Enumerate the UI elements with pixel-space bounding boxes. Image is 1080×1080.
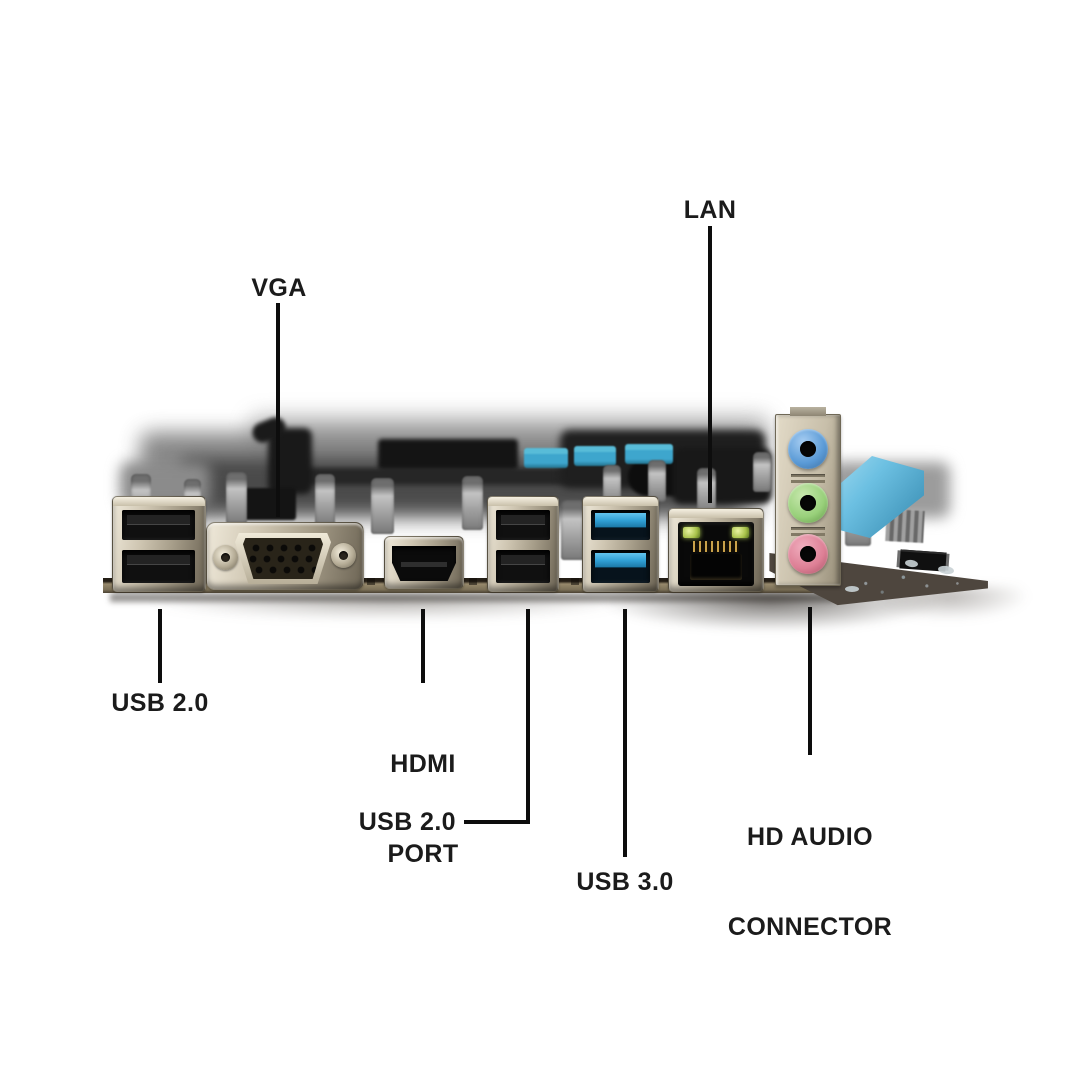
callout-line-usb2-middle-horizontal (464, 820, 528, 824)
callout-label-hd-audio-line2: CONNECTOR (727, 913, 893, 941)
usb2-port (496, 510, 550, 540)
usb2-port (496, 550, 550, 583)
lan-led (732, 527, 749, 538)
callout-label-vga: VGA (251, 274, 307, 302)
capacitor (226, 472, 247, 524)
audio-jack-green (788, 483, 828, 523)
hdmi-tongue (401, 561, 447, 567)
usb-tongue (501, 515, 545, 525)
callout-line-usb2-left (158, 609, 162, 683)
port-casing-top (488, 497, 558, 506)
bracket-groove (791, 474, 825, 477)
port-casing-top (113, 497, 205, 506)
callout-label-hdmi-line1: HDMI (390, 750, 456, 778)
usb3-tongue (595, 553, 646, 568)
callout-line-hd-audio (808, 607, 812, 755)
vga-pin-field (243, 538, 323, 579)
usb-tongue (127, 555, 190, 565)
audio-jacks-bracket (775, 407, 841, 586)
lan-port (668, 508, 764, 592)
board-contact-shadow (110, 593, 835, 602)
heatsink-bar (378, 439, 518, 471)
usb2-ports-middle (487, 496, 559, 592)
capacitor (371, 478, 394, 534)
vga-dsub-face (235, 533, 331, 584)
sata-connector (524, 448, 568, 468)
vga-screw-post (331, 543, 356, 568)
port-casing-top (669, 509, 763, 518)
sata-connector (574, 446, 616, 466)
board-shadow (150, 594, 630, 620)
callout-label-usb2-left: USB 2.0 (111, 689, 209, 717)
hdmi-port (384, 536, 464, 589)
usb2-port (122, 510, 195, 540)
vga-rear-shell (238, 488, 296, 520)
callout-line-hdmi (421, 609, 425, 683)
mounting-hole (937, 564, 955, 576)
callout-label-hd-audio: HD AUDIO CONNECTOR (728, 762, 892, 1002)
callout-line-lan (708, 226, 712, 503)
blurred-component (268, 428, 312, 494)
lan-led (683, 527, 700, 538)
callout-label-lan: LAN (683, 196, 737, 224)
callout-label-usb2-middle: USB 2.0 (358, 808, 456, 836)
usb2-ports-left (112, 496, 206, 592)
capacitor (561, 500, 586, 560)
capacitor (648, 460, 666, 502)
vga-screw-post (213, 545, 238, 570)
audio-jack-pink (788, 534, 828, 574)
usb3-port (591, 550, 650, 583)
usb3-ports (582, 496, 659, 592)
usb3-tongue (595, 513, 646, 528)
sata-connector (625, 444, 673, 464)
screw-hole (221, 553, 230, 562)
usb2-port (122, 550, 195, 583)
usb-tongue (127, 515, 190, 525)
port-casing-top (583, 497, 658, 506)
audio-jack-blue (788, 429, 828, 469)
callout-line-vga (276, 303, 280, 517)
rj45-cavity (678, 522, 754, 586)
callout-label-usb3: USB 3.0 (576, 868, 674, 896)
bracket-groove (791, 527, 825, 530)
edge-glint (845, 586, 859, 592)
hdmi-opening (392, 546, 456, 581)
capacitor (753, 452, 771, 492)
callout-label-hdmi-line2: PORT (387, 840, 459, 868)
callout-line-usb3 (623, 609, 627, 857)
callout-line-usb2-middle-vertical (526, 609, 530, 824)
capacitor (462, 476, 483, 530)
callout-label-hdmi: HDMI PORT (387, 689, 458, 929)
usb-tongue (501, 555, 545, 565)
usb3-port (591, 510, 650, 540)
capacitor (315, 474, 335, 526)
rj45-lower-opening (690, 554, 742, 580)
screw-hole (339, 551, 348, 560)
vga-port (206, 522, 364, 590)
rj45-pins (693, 541, 739, 552)
callout-label-hd-audio-line1: HD AUDIO (747, 823, 873, 851)
